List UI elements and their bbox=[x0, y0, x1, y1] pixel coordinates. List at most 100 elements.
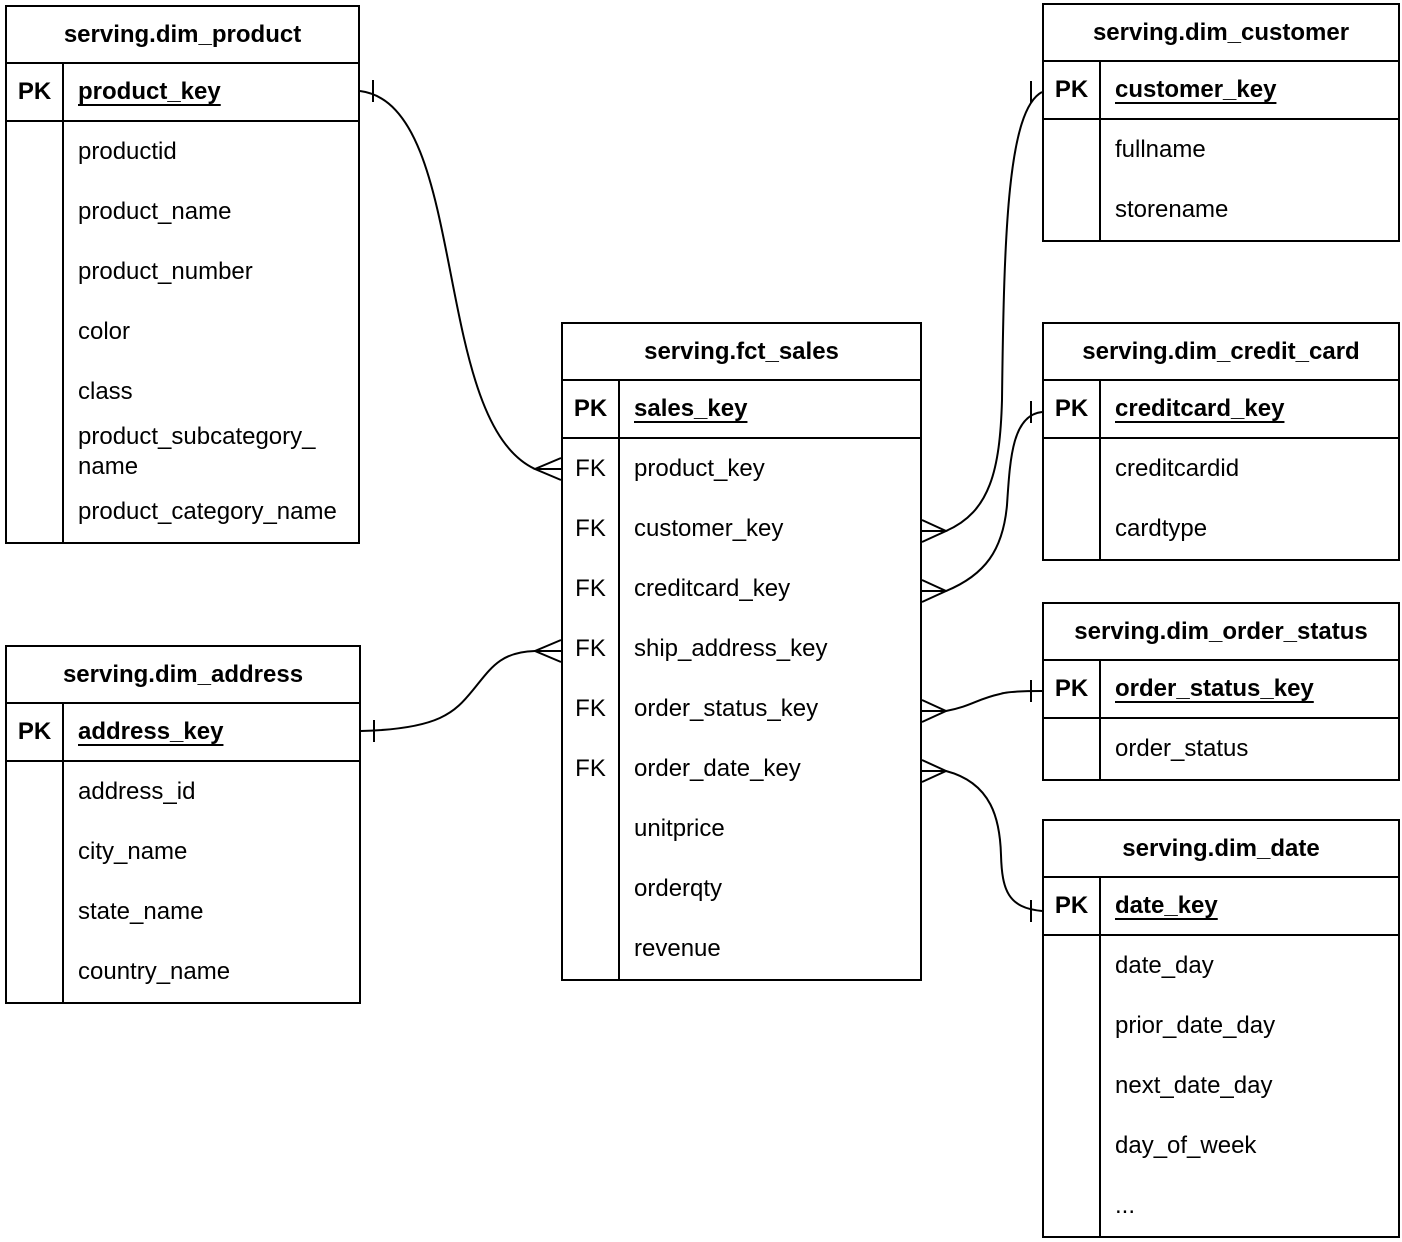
field-row: FK creditcard_key bbox=[563, 559, 920, 619]
table-title: serving.dim_address bbox=[7, 647, 359, 704]
entity-dim-address: serving.dim_address PK address_key addre… bbox=[5, 645, 361, 1004]
field-row: product_category_name bbox=[7, 482, 358, 542]
pk-row: PK sales_key bbox=[563, 381, 920, 439]
field-row: orderqty bbox=[563, 859, 920, 919]
key-badge bbox=[1044, 996, 1101, 1056]
field-row: unitprice bbox=[563, 799, 920, 859]
field-name: product_key bbox=[634, 455, 765, 482]
key-badge bbox=[7, 942, 64, 1002]
pk-badge: PK bbox=[563, 381, 620, 437]
field-name: country_name bbox=[78, 958, 231, 985]
cardinality-many-crowfoot-icon bbox=[921, 759, 949, 783]
pk-badge: PK bbox=[7, 704, 64, 760]
key-badge bbox=[1044, 439, 1101, 499]
pk-badge: PK bbox=[1044, 62, 1101, 118]
field-name: cardtype bbox=[1115, 515, 1208, 542]
relationship-line bbox=[945, 690, 1043, 712]
field-row: class bbox=[7, 362, 358, 422]
key-badge bbox=[7, 762, 64, 822]
field-name: fullname bbox=[1115, 136, 1206, 163]
table-title: serving.dim_date bbox=[1044, 821, 1398, 878]
key-badge bbox=[7, 482, 64, 542]
fk-badge: FK bbox=[563, 559, 620, 619]
key-badge bbox=[7, 182, 64, 242]
field-name: ship_address_key bbox=[634, 635, 828, 662]
entity-dim-credit-card: serving.dim_credit_card PK creditcard_ke… bbox=[1042, 322, 1400, 561]
cardinality-many-crowfoot-icon bbox=[921, 579, 949, 603]
key-badge bbox=[7, 302, 64, 362]
field-row: ... bbox=[1044, 1176, 1398, 1236]
field-name: creditcard_key bbox=[634, 575, 791, 602]
field-row: city_name bbox=[7, 822, 359, 882]
field-row: day_of_week bbox=[1044, 1116, 1398, 1176]
field-row: cardtype bbox=[1044, 499, 1398, 559]
field-name: product_category_name bbox=[78, 498, 337, 525]
field-name: creditcardid bbox=[1115, 455, 1240, 482]
entity-dim-order-status: serving.dim_order_status PK order_status… bbox=[1042, 602, 1400, 781]
cardinality-many-crowfoot-icon bbox=[532, 639, 562, 663]
key-badge bbox=[1044, 1116, 1101, 1176]
key-badge bbox=[7, 882, 64, 942]
pk-badge: PK bbox=[1044, 381, 1101, 437]
field-row: prior_date_day bbox=[1044, 996, 1398, 1056]
field-name: ... bbox=[1115, 1192, 1136, 1219]
pk-field-name: order_status_key bbox=[1115, 675, 1314, 702]
pk-field-name: customer_key bbox=[1115, 76, 1277, 103]
pk-row: PK product_key bbox=[7, 64, 358, 122]
key-badge bbox=[1044, 1176, 1101, 1236]
field-row: revenue bbox=[563, 919, 920, 979]
field-name: order_status bbox=[1115, 735, 1249, 762]
pk-badge: PK bbox=[7, 64, 64, 120]
pk-badge: PK bbox=[1044, 661, 1101, 717]
entity-dim-product: serving.dim_product PK product_key produ… bbox=[5, 5, 360, 544]
relationship-line bbox=[359, 90, 536, 470]
field-name: prior_date_day bbox=[1115, 1012, 1276, 1039]
field-name: product_subcategory_ name bbox=[78, 423, 316, 480]
pk-field-name: address_key bbox=[78, 718, 224, 745]
connection-fct-sales-to-dim-address bbox=[360, 639, 562, 742]
field-name: orderqty bbox=[634, 875, 723, 902]
pk-field-name: sales_key bbox=[634, 395, 748, 422]
pk-row: PK order_status_key bbox=[1044, 661, 1398, 719]
cardinality-many-crowfoot-icon bbox=[921, 699, 949, 723]
key-badge bbox=[7, 122, 64, 182]
entity-dim-date: serving.dim_date PK date_key date_day pr… bbox=[1042, 819, 1400, 1238]
field-name: productid bbox=[78, 138, 177, 165]
field-name: product_number bbox=[78, 258, 253, 285]
table-title: serving.dim_credit_card bbox=[1044, 324, 1398, 381]
fk-badge: FK bbox=[563, 679, 620, 739]
field-name: color bbox=[78, 318, 131, 345]
field-name: next_date_day bbox=[1115, 1072, 1273, 1099]
connection-fct-sales-to-dim-order-status bbox=[921, 680, 1043, 723]
key-badge bbox=[7, 362, 64, 422]
key-badge bbox=[1044, 1056, 1101, 1116]
field-row: product_subcategory_ name bbox=[7, 422, 358, 482]
pk-field-name: creditcard_key bbox=[1115, 395, 1285, 422]
connection-fct-sales-to-dim-date bbox=[921, 759, 1043, 922]
field-name: address_id bbox=[78, 778, 196, 805]
field-name: product_name bbox=[78, 198, 232, 225]
key-badge bbox=[563, 919, 620, 979]
relationship-line bbox=[945, 411, 1043, 592]
pk-row: PK address_key bbox=[7, 704, 359, 762]
field-name: customer_key bbox=[634, 515, 784, 542]
fk-badge: FK bbox=[563, 739, 620, 799]
field-name: order_date_key bbox=[634, 755, 801, 782]
key-badge bbox=[1044, 936, 1101, 996]
field-row: order_status bbox=[1044, 719, 1398, 779]
pk-field-name: product_key bbox=[78, 78, 221, 105]
key-badge bbox=[1044, 499, 1101, 559]
field-row: next_date_day bbox=[1044, 1056, 1398, 1116]
field-row: product_name bbox=[7, 182, 358, 242]
pk-badge: PK bbox=[1044, 878, 1101, 934]
field-row: country_name bbox=[7, 942, 359, 1002]
field-row: FK order_date_key bbox=[563, 739, 920, 799]
field-row: date_day bbox=[1044, 936, 1398, 996]
connection-fct-sales-to-dim-product bbox=[359, 80, 562, 481]
table-title: serving.fct_sales bbox=[563, 324, 920, 381]
pk-row: PK creditcard_key bbox=[1044, 381, 1398, 439]
